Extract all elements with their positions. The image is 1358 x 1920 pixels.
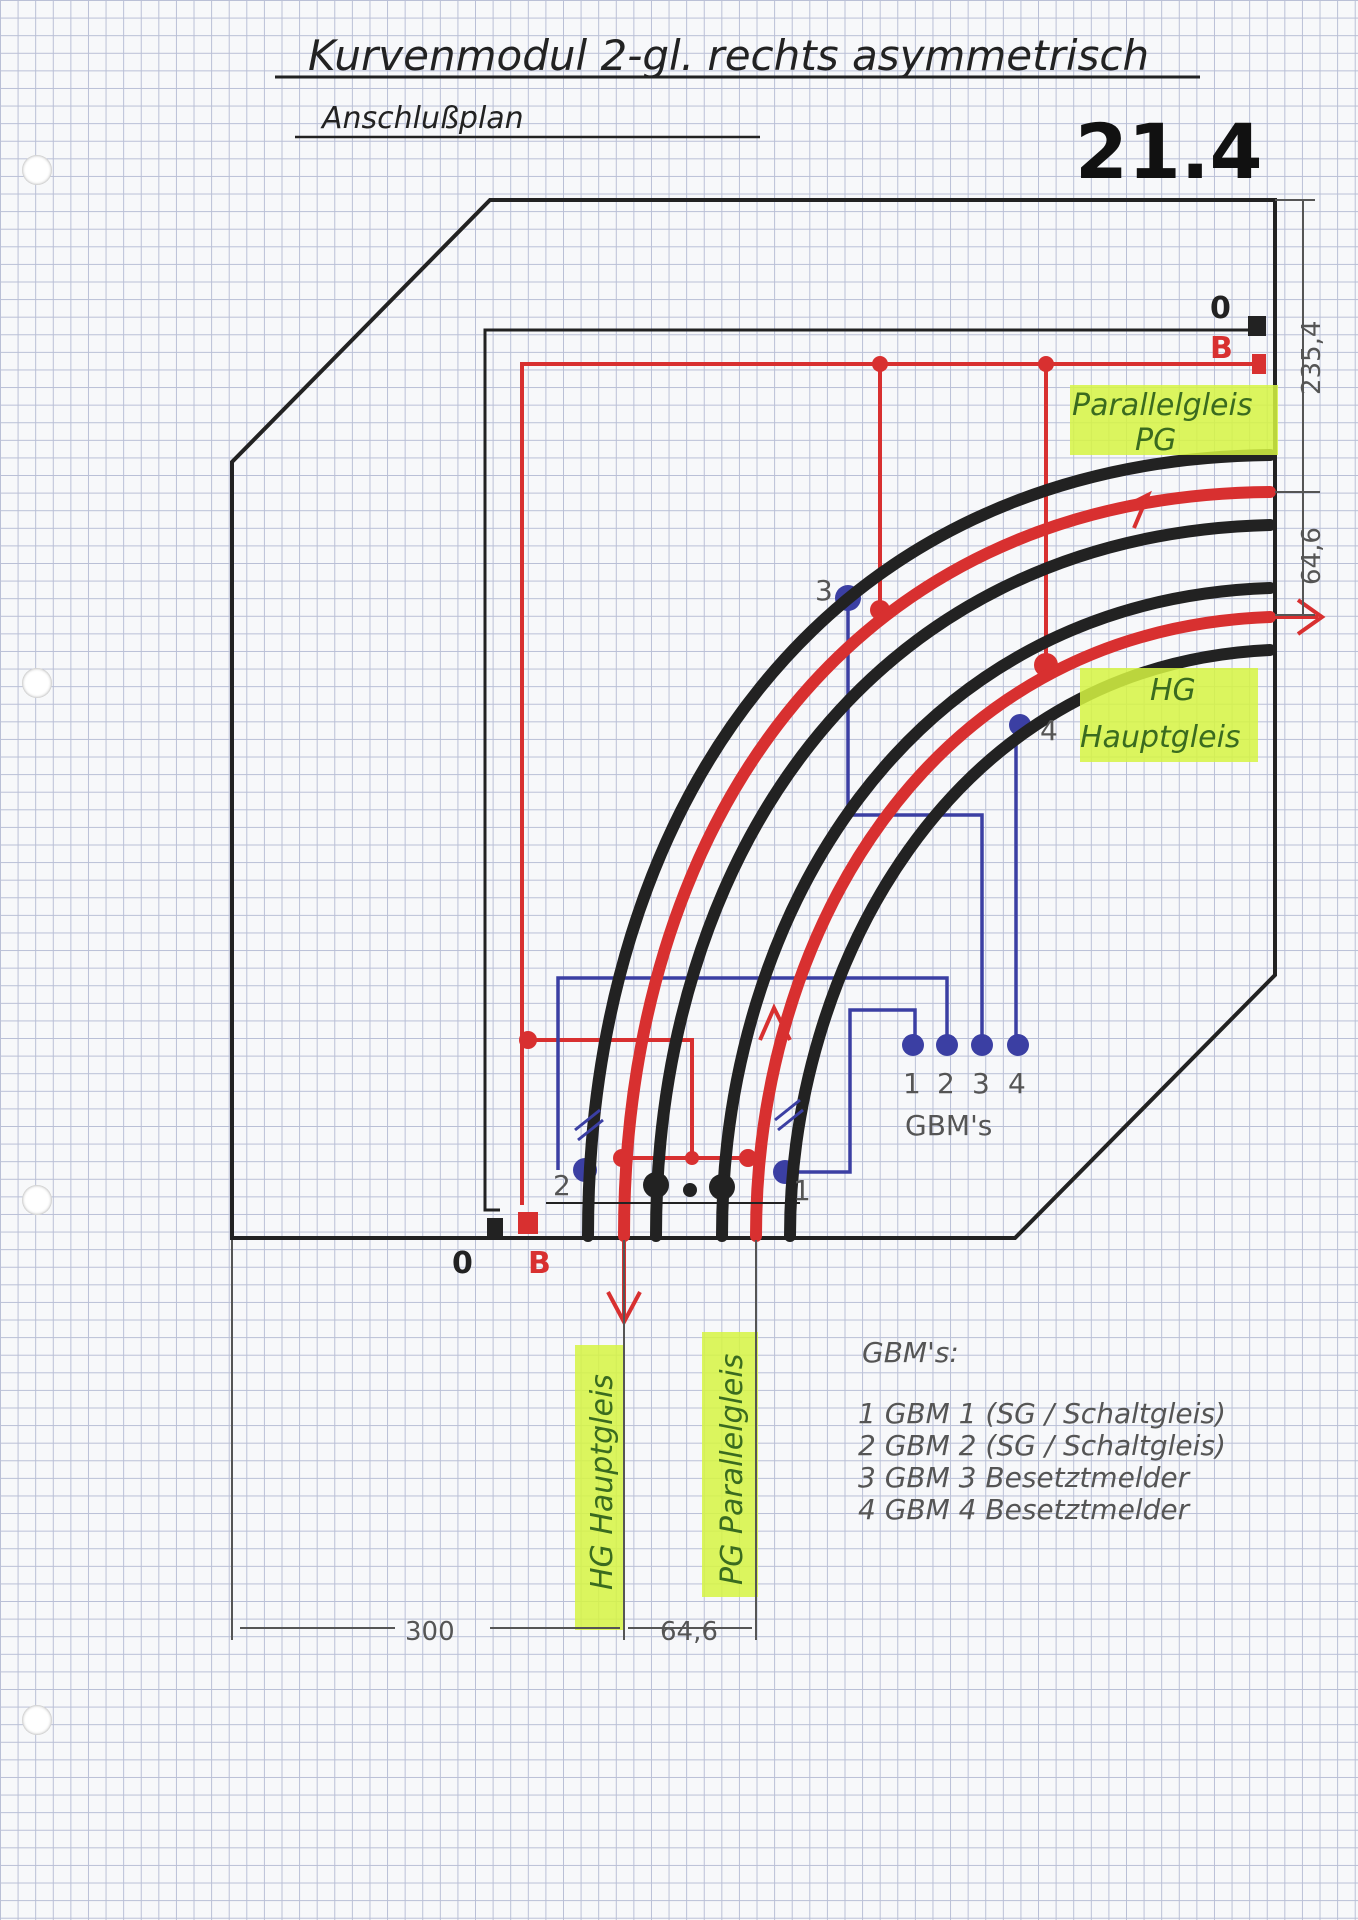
legend-item-1: 1 GBM 1 (SG / Schaltgleis) [858, 1397, 1226, 1430]
gbm-terminal-number-3: 3 [972, 1067, 990, 1100]
gbm-terminal-caption: GBM's [905, 1109, 992, 1142]
label-parallelgleis-bottom: PG Parallelgleis [715, 1354, 750, 1585]
label-hauptgleis-bottom: HG Hauptgleis [585, 1374, 620, 1590]
insulation-marks [574, 1098, 804, 1142]
sheet-number: 21.4 [1075, 107, 1263, 196]
dimension-lines-right [1275, 199, 1320, 616]
inner-frame [483, 328, 1265, 1212]
dimension-right-gap: 64,6 [1297, 527, 1327, 585]
dimension-lines-bottom [231, 1240, 757, 1640]
legend-item-2: 2 GBM 2 (SG / Schaltgleis) [858, 1429, 1226, 1462]
terminal-label-b-top: B [1210, 331, 1233, 366]
gbm-terminal-number-4: 4 [1008, 1067, 1026, 1100]
punch-hole [22, 155, 52, 185]
label-parallelgleis-right: Parallelgleis [1072, 388, 1252, 423]
diagram-title: Kurvenmodul 2-gl. rechts asymmetrisch [308, 31, 1149, 80]
terminal-label-zero-bottom: 0 [452, 1246, 473, 1281]
legend-item-4: 4 GBM 4 Besetztmelder [858, 1493, 1191, 1526]
contact-number-1: 1 [793, 1174, 811, 1207]
punch-hole [22, 668, 52, 698]
label-hauptgleis-right: Hauptgleis [1080, 720, 1241, 755]
label-hg-right: HG [1150, 673, 1196, 708]
highlight-haupt-bottom [575, 1345, 625, 1630]
gbm-terminal-number-1: 1 [903, 1067, 921, 1100]
terminal-label-zero-top: 0 [1210, 291, 1231, 326]
highlight-parallel-right [1070, 385, 1278, 455]
punch-hole [22, 1185, 52, 1215]
contact-number-2: 2 [553, 1169, 571, 1202]
dimension-bottom-gap: 64,6 [660, 1617, 718, 1647]
contact-number-3: 3 [815, 574, 833, 607]
gbm-terminals [902, 1034, 1029, 1056]
highlight-parallel-bottom [702, 1332, 758, 1597]
terminal-label-b-bottom: B [528, 1246, 551, 1281]
punch-hole [22, 1705, 52, 1735]
dimension-right-total: 235,4 [1297, 321, 1327, 395]
highlight-haupt-right [1080, 668, 1258, 762]
legend-item-3: 3 GBM 3 Besetztmelder [858, 1461, 1191, 1494]
legend-heading: GBM's: [862, 1336, 959, 1369]
dimension-bottom-total: 300 [405, 1617, 455, 1647]
rail-junctions [487, 316, 1266, 1238]
label-pg-right: PG [1135, 423, 1176, 458]
gbm-terminal-number-2: 2 [937, 1067, 955, 1100]
contact-number-4: 4 [1040, 714, 1058, 747]
diagram-subtitle: Anschlußplan [320, 101, 524, 136]
